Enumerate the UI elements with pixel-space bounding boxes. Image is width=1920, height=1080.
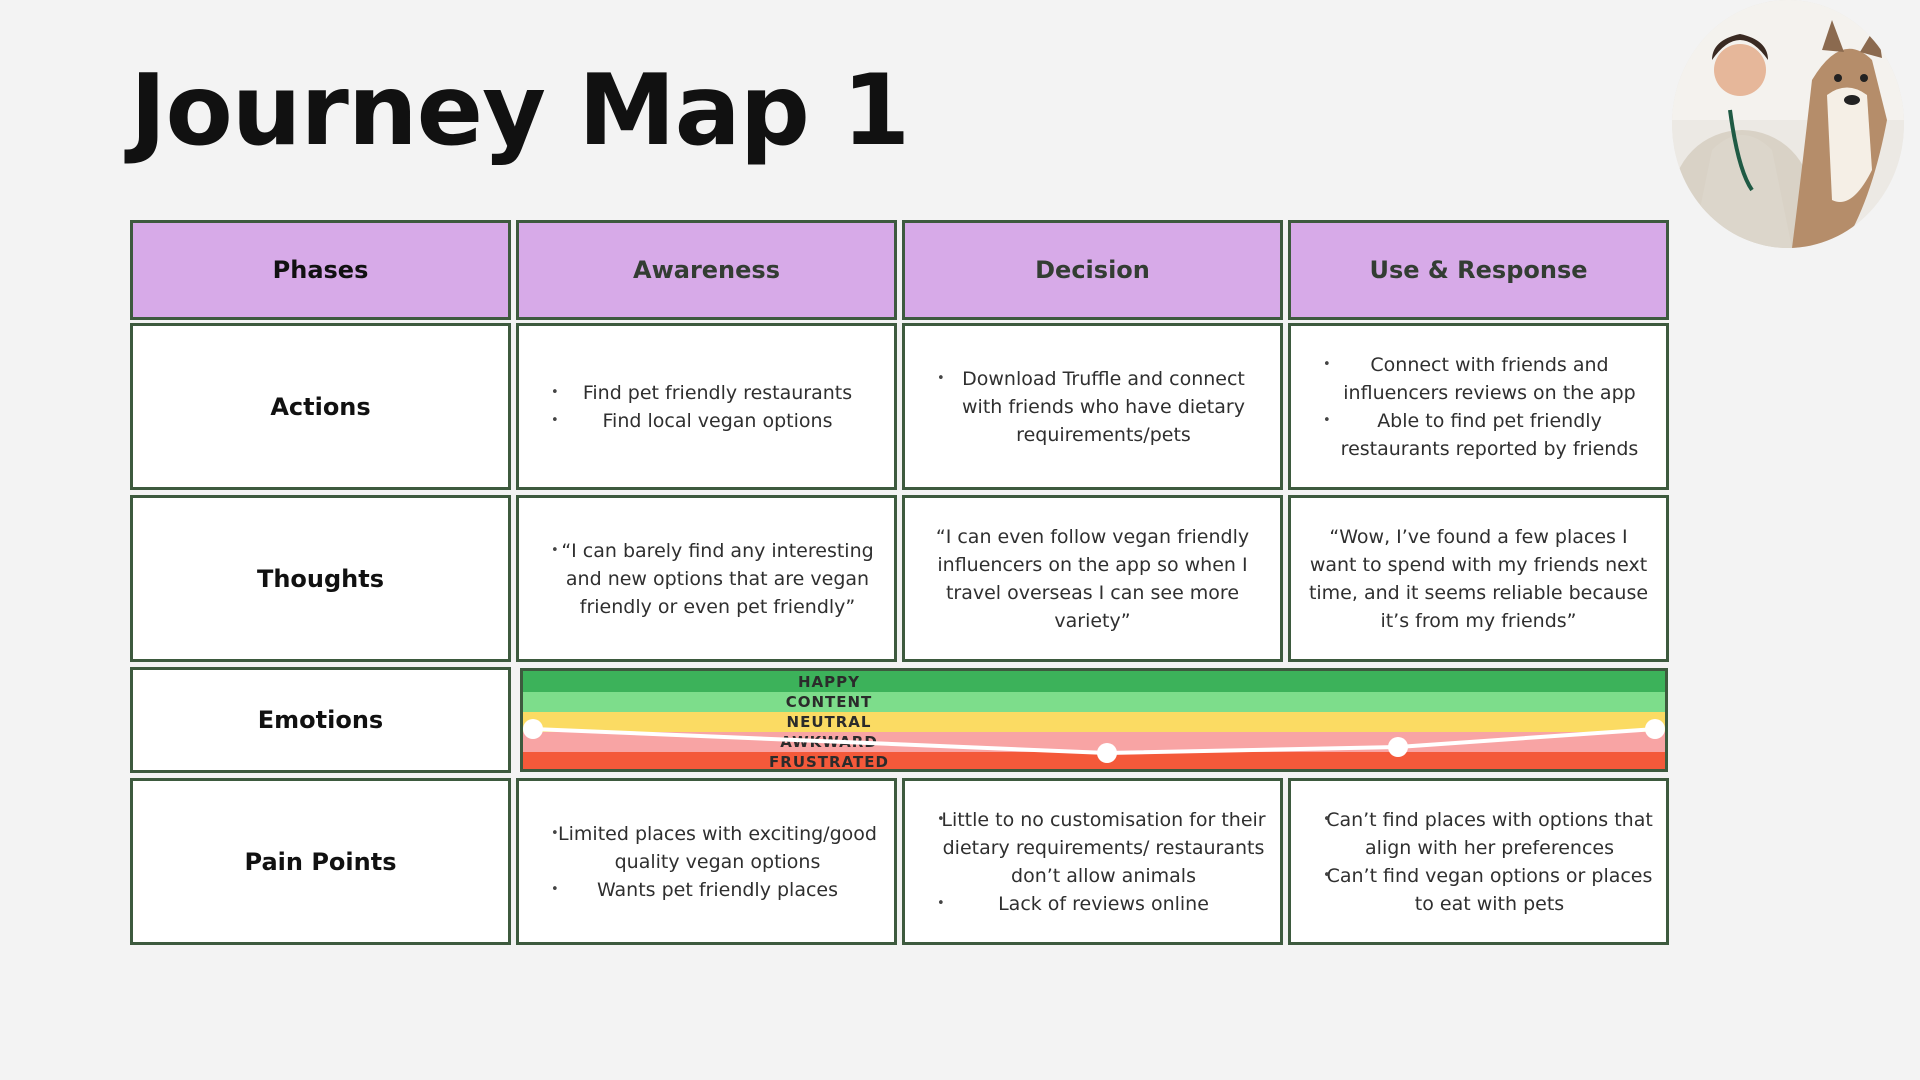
list-item: Wants pet friendly places: [531, 876, 882, 904]
row-label-pain-points: Pain Points: [130, 778, 511, 945]
list-item: Download Truffle and connect with friend…: [917, 365, 1268, 449]
band-label-frustrated: FRUSTRATED: [769, 753, 889, 771]
avatar: [1672, 0, 1904, 248]
list-item: Little to no customisation for their die…: [917, 806, 1268, 890]
band-frustrated: FRUSTRATED: [523, 752, 1665, 771]
actions-use-response: Connect with friends and influencers rev…: [1288, 323, 1669, 490]
emotion-curve: [523, 719, 1665, 763]
band-label-happy: HAPPY: [797, 672, 860, 691]
list-item: Able to find pet friendly restaurants re…: [1303, 407, 1654, 463]
photo-woman-with-dog-icon: [1672, 0, 1904, 248]
list-item: Connect with friends and influencers rev…: [1303, 351, 1654, 407]
list-item: Limited places with exciting/good qualit…: [531, 820, 882, 876]
pain-points-label: Pain Points: [244, 847, 397, 876]
list-item: “I can barely find any interesting and n…: [531, 537, 882, 621]
thoughts-decision: “I can even follow vegan friendly influe…: [902, 495, 1283, 662]
list-item: Find local vegan options: [531, 407, 882, 435]
thoughts-awareness: “I can barely find any interesting and n…: [516, 495, 897, 662]
thoughts-use-response: “Wow, I’ve found a few places I want to …: [1288, 495, 1669, 662]
page-title: Journey Map 1: [130, 54, 910, 168]
band-content: CONTENT: [523, 692, 1665, 712]
header-use-response-label: Use & Response: [1369, 256, 1588, 284]
list-item: Can’t find places with options that alig…: [1303, 806, 1654, 862]
row-label-emotions: Emotions: [130, 667, 511, 773]
pain-use-response: Can’t find places with options that alig…: [1288, 778, 1669, 945]
thought-quote: “I can even follow vegan friendly influe…: [935, 525, 1250, 632]
thoughts-label: Thoughts: [256, 564, 385, 593]
actions-awareness: Find pet friendly restaurants Find local…: [516, 323, 897, 490]
list-item: Find pet friendly restaurants: [531, 379, 882, 407]
emotion-point: [1388, 737, 1408, 757]
emotions-label: Emotions: [257, 706, 384, 734]
actions-decision: Download Truffle and connect with friend…: [902, 323, 1283, 490]
header-phases-label: Phases: [272, 256, 369, 284]
pain-decision: Little to no customisation for their die…: [902, 778, 1283, 945]
header-awareness-label: Awareness: [633, 256, 780, 284]
band-label-neutral: NEUTRAL: [786, 713, 872, 731]
header-phases: Phases: [130, 220, 511, 320]
row-label-actions: Actions: [130, 323, 511, 490]
emotion-point: [1097, 743, 1117, 763]
pain-awareness: Limited places with exciting/good qualit…: [516, 778, 897, 945]
header-awareness: Awareness: [516, 220, 897, 320]
emotion-chart: HAPPY CONTENT NEUTRAL AWKWARD FRUSTRATED: [520, 668, 1668, 772]
emotion-point: [523, 719, 543, 739]
header-use-response: Use & Response: [1288, 220, 1669, 320]
row-label-thoughts: Thoughts: [130, 495, 511, 662]
emotion-line: [532, 727, 1656, 756]
band-happy: HAPPY: [523, 671, 1665, 692]
emotion-point: [1645, 719, 1665, 739]
actions-label: Actions: [270, 392, 371, 421]
thought-quote: “Wow, I’ve found a few places I want to …: [1308, 525, 1649, 632]
band-label-content: CONTENT: [785, 693, 873, 711]
list-item: Lack of reviews online: [917, 890, 1268, 918]
list-item: Can’t find vegan options or places to ea…: [1303, 862, 1654, 918]
band-neutral: NEUTRAL: [523, 712, 1665, 732]
header-decision: Decision: [902, 220, 1283, 320]
header-decision-label: Decision: [1035, 256, 1150, 284]
